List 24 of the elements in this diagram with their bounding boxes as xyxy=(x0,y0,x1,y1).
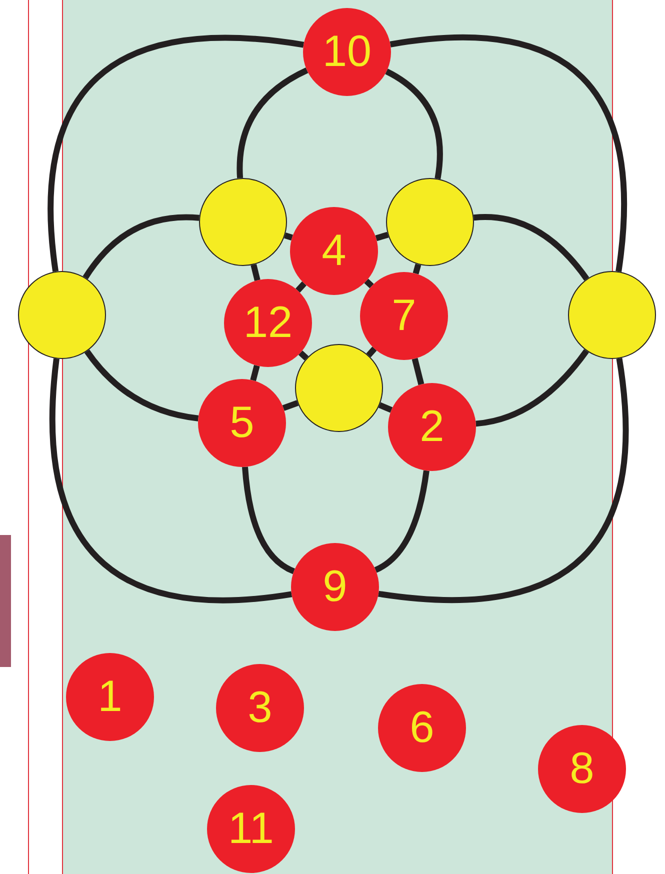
connector-line xyxy=(390,34,627,272)
connector-line xyxy=(412,358,424,386)
connector-line xyxy=(374,470,430,573)
connector-line xyxy=(48,34,304,272)
connector-line xyxy=(378,402,393,413)
connector-line xyxy=(50,358,292,604)
connector-line xyxy=(412,264,422,274)
connector-line xyxy=(296,281,306,293)
connector-line xyxy=(298,350,309,360)
connector-line xyxy=(242,466,296,574)
connector-line xyxy=(474,214,590,281)
connector-line xyxy=(84,349,199,422)
connector-line xyxy=(378,358,629,603)
connector-line xyxy=(284,232,293,240)
connector-line xyxy=(364,278,374,288)
connector-line xyxy=(282,400,299,411)
connector-line xyxy=(476,349,589,427)
connector-line xyxy=(375,232,389,242)
connector-line xyxy=(250,264,260,282)
connector-line xyxy=(250,364,260,382)
connector-line xyxy=(366,346,377,358)
connector-line xyxy=(236,68,308,178)
connector-line xyxy=(82,214,200,280)
connector-line xyxy=(385,68,443,180)
